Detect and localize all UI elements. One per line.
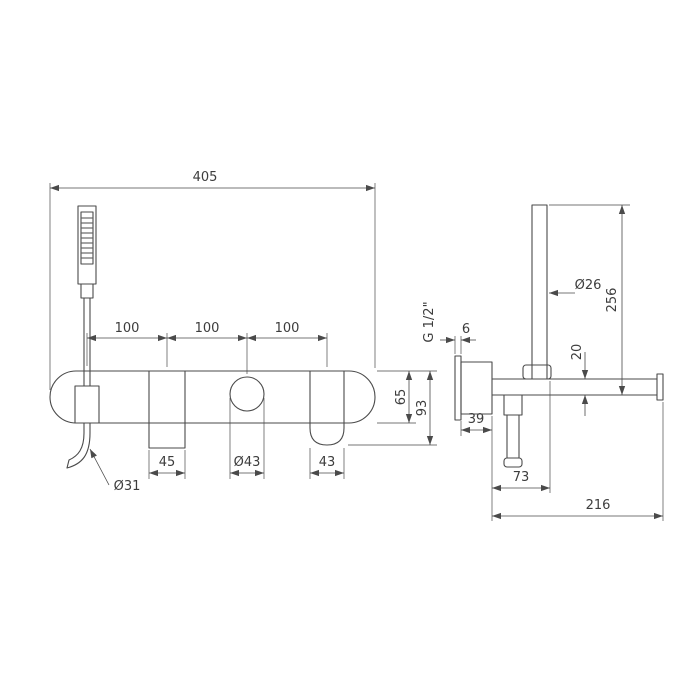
hand-shower-wand-side xyxy=(531,204,548,380)
hose-outlet-block xyxy=(503,394,523,416)
hand-shower-front xyxy=(66,205,100,469)
dim-label-handle-width: 45 xyxy=(159,455,176,470)
body-housing xyxy=(460,361,493,415)
dim-label-spout-height: 20 xyxy=(570,344,585,361)
front-dimensions: 405 100 100 100 45 Ø43 43 65 93 Ø31 xyxy=(49,170,437,494)
dim-label-handshower-diameter: Ø31 xyxy=(114,479,141,494)
hand-shower-holder-side xyxy=(522,364,552,380)
dim-label-pitch-2: 100 xyxy=(195,321,220,336)
side-extension-lines xyxy=(454,204,664,521)
dim-label-connection-thread: G 1/2" xyxy=(422,301,437,342)
center-rosette xyxy=(229,376,265,412)
dim-label-diverter-width: 43 xyxy=(319,455,336,470)
dim-label-body-height: 65 xyxy=(394,389,409,406)
hose-outlet-pipe xyxy=(506,414,520,459)
wall-plate xyxy=(454,355,462,421)
dim-label-total-projection: 216 xyxy=(586,498,611,513)
dim-label-wand-diameter: Ø26 xyxy=(575,278,602,293)
dim-label-rosette-diameter: Ø43 xyxy=(234,455,261,470)
dim-label-total-height: 93 xyxy=(415,400,430,417)
hand-shower-holder xyxy=(74,385,100,424)
side-dimensions: Ø26 256 G 1/2" 6 20 39 73 216 xyxy=(422,204,664,521)
front-view xyxy=(49,205,376,469)
front-extension-lines xyxy=(49,183,437,479)
dim-label-pitch-3: 100 xyxy=(275,321,300,336)
dim-label-holder-depth: 73 xyxy=(513,470,530,485)
dim-label-height: 256 xyxy=(605,288,620,313)
mixer-body-outline xyxy=(49,370,376,424)
hand-shower-grip xyxy=(80,211,94,265)
dim-label-overall-width: 405 xyxy=(193,170,218,185)
dim-label-wall-clearance: 39 xyxy=(468,412,485,427)
dim-label-plate-thickness: 6 xyxy=(462,322,470,337)
side-view xyxy=(454,204,664,468)
hand-shower-connector xyxy=(80,283,94,299)
left-handle xyxy=(148,370,186,449)
diverter-handle xyxy=(309,370,345,446)
leader-handshower-diameter xyxy=(89,448,110,486)
spout-end-cap xyxy=(656,373,664,401)
hand-shower-hose xyxy=(66,297,91,469)
dim-label-pitch-1: 100 xyxy=(115,321,140,336)
hand-shower-grip-lines xyxy=(81,217,93,259)
hose-outlet-nut xyxy=(503,457,523,468)
spout-tube xyxy=(491,378,658,396)
